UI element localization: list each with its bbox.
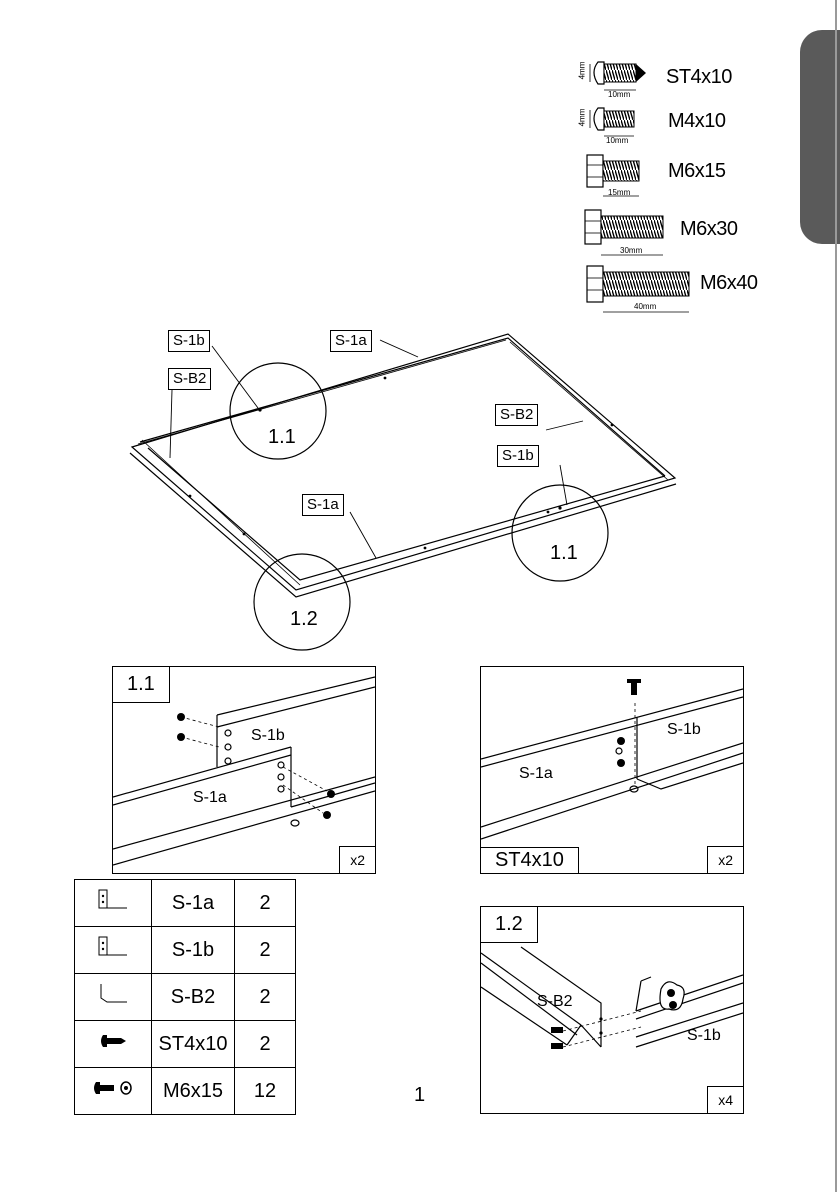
panel-1-2-label-sb2: S-B2 xyxy=(537,993,573,1011)
table-row: S-B2 2 xyxy=(75,974,296,1021)
part-qty: 2 xyxy=(235,880,296,927)
panel-1-2-title: 1.2 xyxy=(481,907,538,943)
tag-s1b-right: S-1b xyxy=(497,445,539,467)
part-name: ST4x10 xyxy=(152,1021,235,1068)
part-qty: 12 xyxy=(235,1068,296,1115)
part-s1a-icon xyxy=(75,880,152,927)
part-qty: 2 xyxy=(235,1021,296,1068)
tag-sb2-left: S-B2 xyxy=(168,368,211,390)
tag-s1a-top: S-1a xyxy=(330,330,372,352)
panel-screw-label-s1a: S-1a xyxy=(519,765,553,783)
part-qty: 2 xyxy=(235,974,296,1021)
frame-overview-drawing xyxy=(0,0,840,660)
part-name: S-1a xyxy=(152,880,235,927)
tag-sb2-right: S-B2 xyxy=(495,404,538,426)
part-sb2-icon xyxy=(75,974,152,1021)
panel-screw-type: ST4x10 xyxy=(481,847,579,873)
panel-1-2-multiplier: x4 xyxy=(707,1086,743,1113)
detail-callout-1-1-left: 1.1 xyxy=(268,426,296,449)
detail-callout-1-2: 1.2 xyxy=(290,608,318,631)
panel-screw-label-s1b: S-1b xyxy=(667,721,701,739)
panel-1-1-title: 1.1 xyxy=(113,667,170,703)
detail-panel-1-1: 1.1 S-1b S-1a x2 xyxy=(112,666,376,874)
part-name: S-1b xyxy=(152,927,235,974)
part-qty: 2 xyxy=(235,927,296,974)
panel-1-1-label-s1b: S-1b xyxy=(251,727,285,745)
table-row: S-1b 2 xyxy=(75,927,296,974)
part-st4x10-icon xyxy=(75,1021,152,1068)
detail-panel-1-2: 1.2 S-B2 S-1b x4 xyxy=(480,906,744,1114)
detail-callout-1-1-right: 1.1 xyxy=(550,542,578,565)
part-m6x15-icon xyxy=(75,1068,152,1115)
tag-s1b-top: S-1b xyxy=(168,330,210,352)
panel-1-1-label-s1a: S-1a xyxy=(193,789,227,807)
part-name: M6x15 xyxy=(152,1068,235,1115)
part-name: S-B2 xyxy=(152,974,235,1021)
table-row: S-1a 2 xyxy=(75,880,296,927)
tag-s1a-front: S-1a xyxy=(302,494,344,516)
detail-panel-screw: S-1b S-1a ST4x10 x2 xyxy=(480,666,744,874)
panel-1-2-label-s1b: S-1b xyxy=(687,1027,721,1045)
table-row: M6x15 12 xyxy=(75,1068,296,1115)
table-row: ST4x10 2 xyxy=(75,1021,296,1068)
panel-screw-multiplier: x2 xyxy=(707,846,743,873)
parts-list-table: S-1a 2 S-1b 2 S-B2 2 ST4x10 2 M6x15 12 xyxy=(74,879,296,1115)
page-number: 1 xyxy=(414,1084,425,1107)
panel-1-1-multiplier: x2 xyxy=(339,846,375,873)
part-s1b-icon xyxy=(75,927,152,974)
